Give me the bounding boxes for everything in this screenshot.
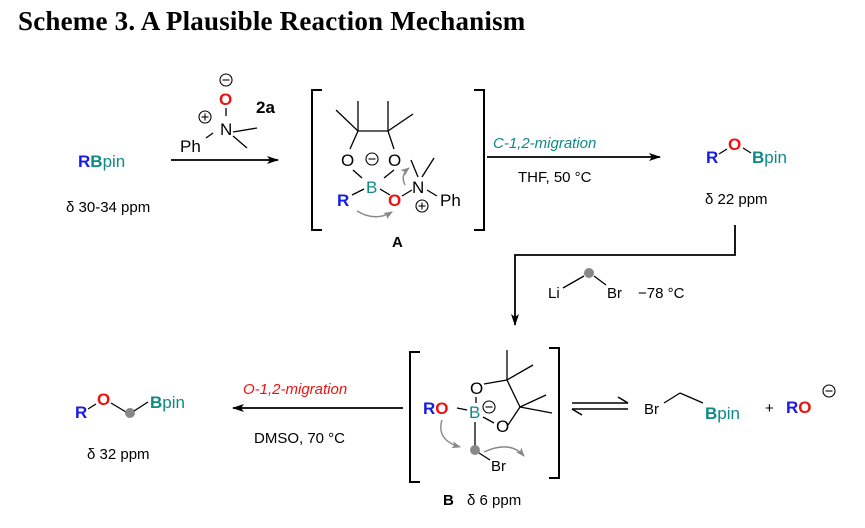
right-bracket [474,89,485,231]
boron-atom: B [366,178,377,197]
negative-charge-icon [219,73,233,87]
curved-arrow-icon [440,419,461,449]
svg-text:RO: RO [786,398,812,417]
reaction-arrow-3 [511,225,736,326]
phenyl-label: Ph [180,137,201,156]
product-r-o-bpin: R O Bpin δ 22 ppm [705,135,787,208]
left-bracket [409,351,420,483]
nitrogen-atom: N [412,178,424,197]
positive-charge-icon [415,199,429,213]
carbon-dot-icon [584,268,594,278]
right-bracket [549,347,560,479]
carbon-dot-icon [125,408,135,418]
svg-text:O: O [470,379,483,398]
intermediate-a-label: A [392,234,403,251]
step3-conditions: DMSO, 70 °C [254,430,345,447]
boron-atom: B [469,403,480,422]
left-bracket [311,89,322,231]
step3-label: O-1,2-migration [243,381,347,398]
positive-charge-icon [198,110,212,124]
svg-text:RO: RO [423,399,449,418]
intermediate-b-shift: δ 6 ppm [467,492,521,509]
svg-text:O: O [341,151,354,170]
nitrogen-atom: N [220,120,232,139]
svg-text:O: O [97,390,110,409]
scheme-title: Scheme 3. A Plausible Reaction Mechanism [18,6,526,36]
negative-charge-icon [482,400,496,414]
equilibrium-arrows [571,396,629,416]
svg-text:Br: Br [644,401,659,418]
phenyl-label: Ph [440,191,461,210]
curved-arrow-icon [400,167,410,186]
r-group: R [337,191,349,210]
intermediate-a: O O B R O N Ph A [311,89,485,251]
product1-shift: δ 22 ppm [705,191,768,208]
bpin-label: Bpin [90,152,125,171]
svg-text:Li: Li [548,285,560,302]
svg-text:+: + [765,400,774,417]
step2-conditions: −78 °C [638,285,685,302]
reagent-licH2br: Li Br −78 °C [548,268,685,302]
oxygen-atom: O [219,90,232,109]
curved-arrow-icon [483,446,525,457]
negative-charge-icon [822,384,836,398]
reagent-2a: O N Ph 2a [180,73,275,156]
curved-arrow-icon [356,210,393,220]
step1-label: C-1,2-migration [493,135,596,152]
svg-text:O: O [728,135,741,154]
svg-text:R: R [75,403,87,422]
svg-text:O: O [388,151,401,170]
r-group: R [78,152,90,171]
side-products: Br Bpin + RO [644,384,836,423]
bpin-label: Bpin [705,404,740,423]
start-rbpin: RBpin δ 30-34 ppm [66,152,150,216]
intermediate-b: RO B O O Br B δ 6 ppm [409,347,560,509]
oxygen-atom: O [388,191,401,210]
bpin-label: Bpin [150,393,185,412]
final-product: R O Bpin δ 32 ppm [75,390,185,463]
final-product-shift: δ 32 ppm [87,446,150,463]
svg-text:Br: Br [491,458,506,475]
step1-conditions: THF, 50 °C [518,169,592,186]
svg-text:Br: Br [607,285,622,302]
carbon-dot-icon [470,445,480,455]
intermediate-b-label: B [443,492,454,509]
svg-text:O: O [496,417,509,436]
negative-charge-icon [365,152,379,166]
bpin-label: Bpin [752,148,787,167]
compound-2a-label: 2a [256,98,275,117]
svg-text:RBpin: RBpin [78,152,125,171]
svg-text:R: R [706,148,718,167]
start-shift: δ 30-34 ppm [66,199,150,216]
